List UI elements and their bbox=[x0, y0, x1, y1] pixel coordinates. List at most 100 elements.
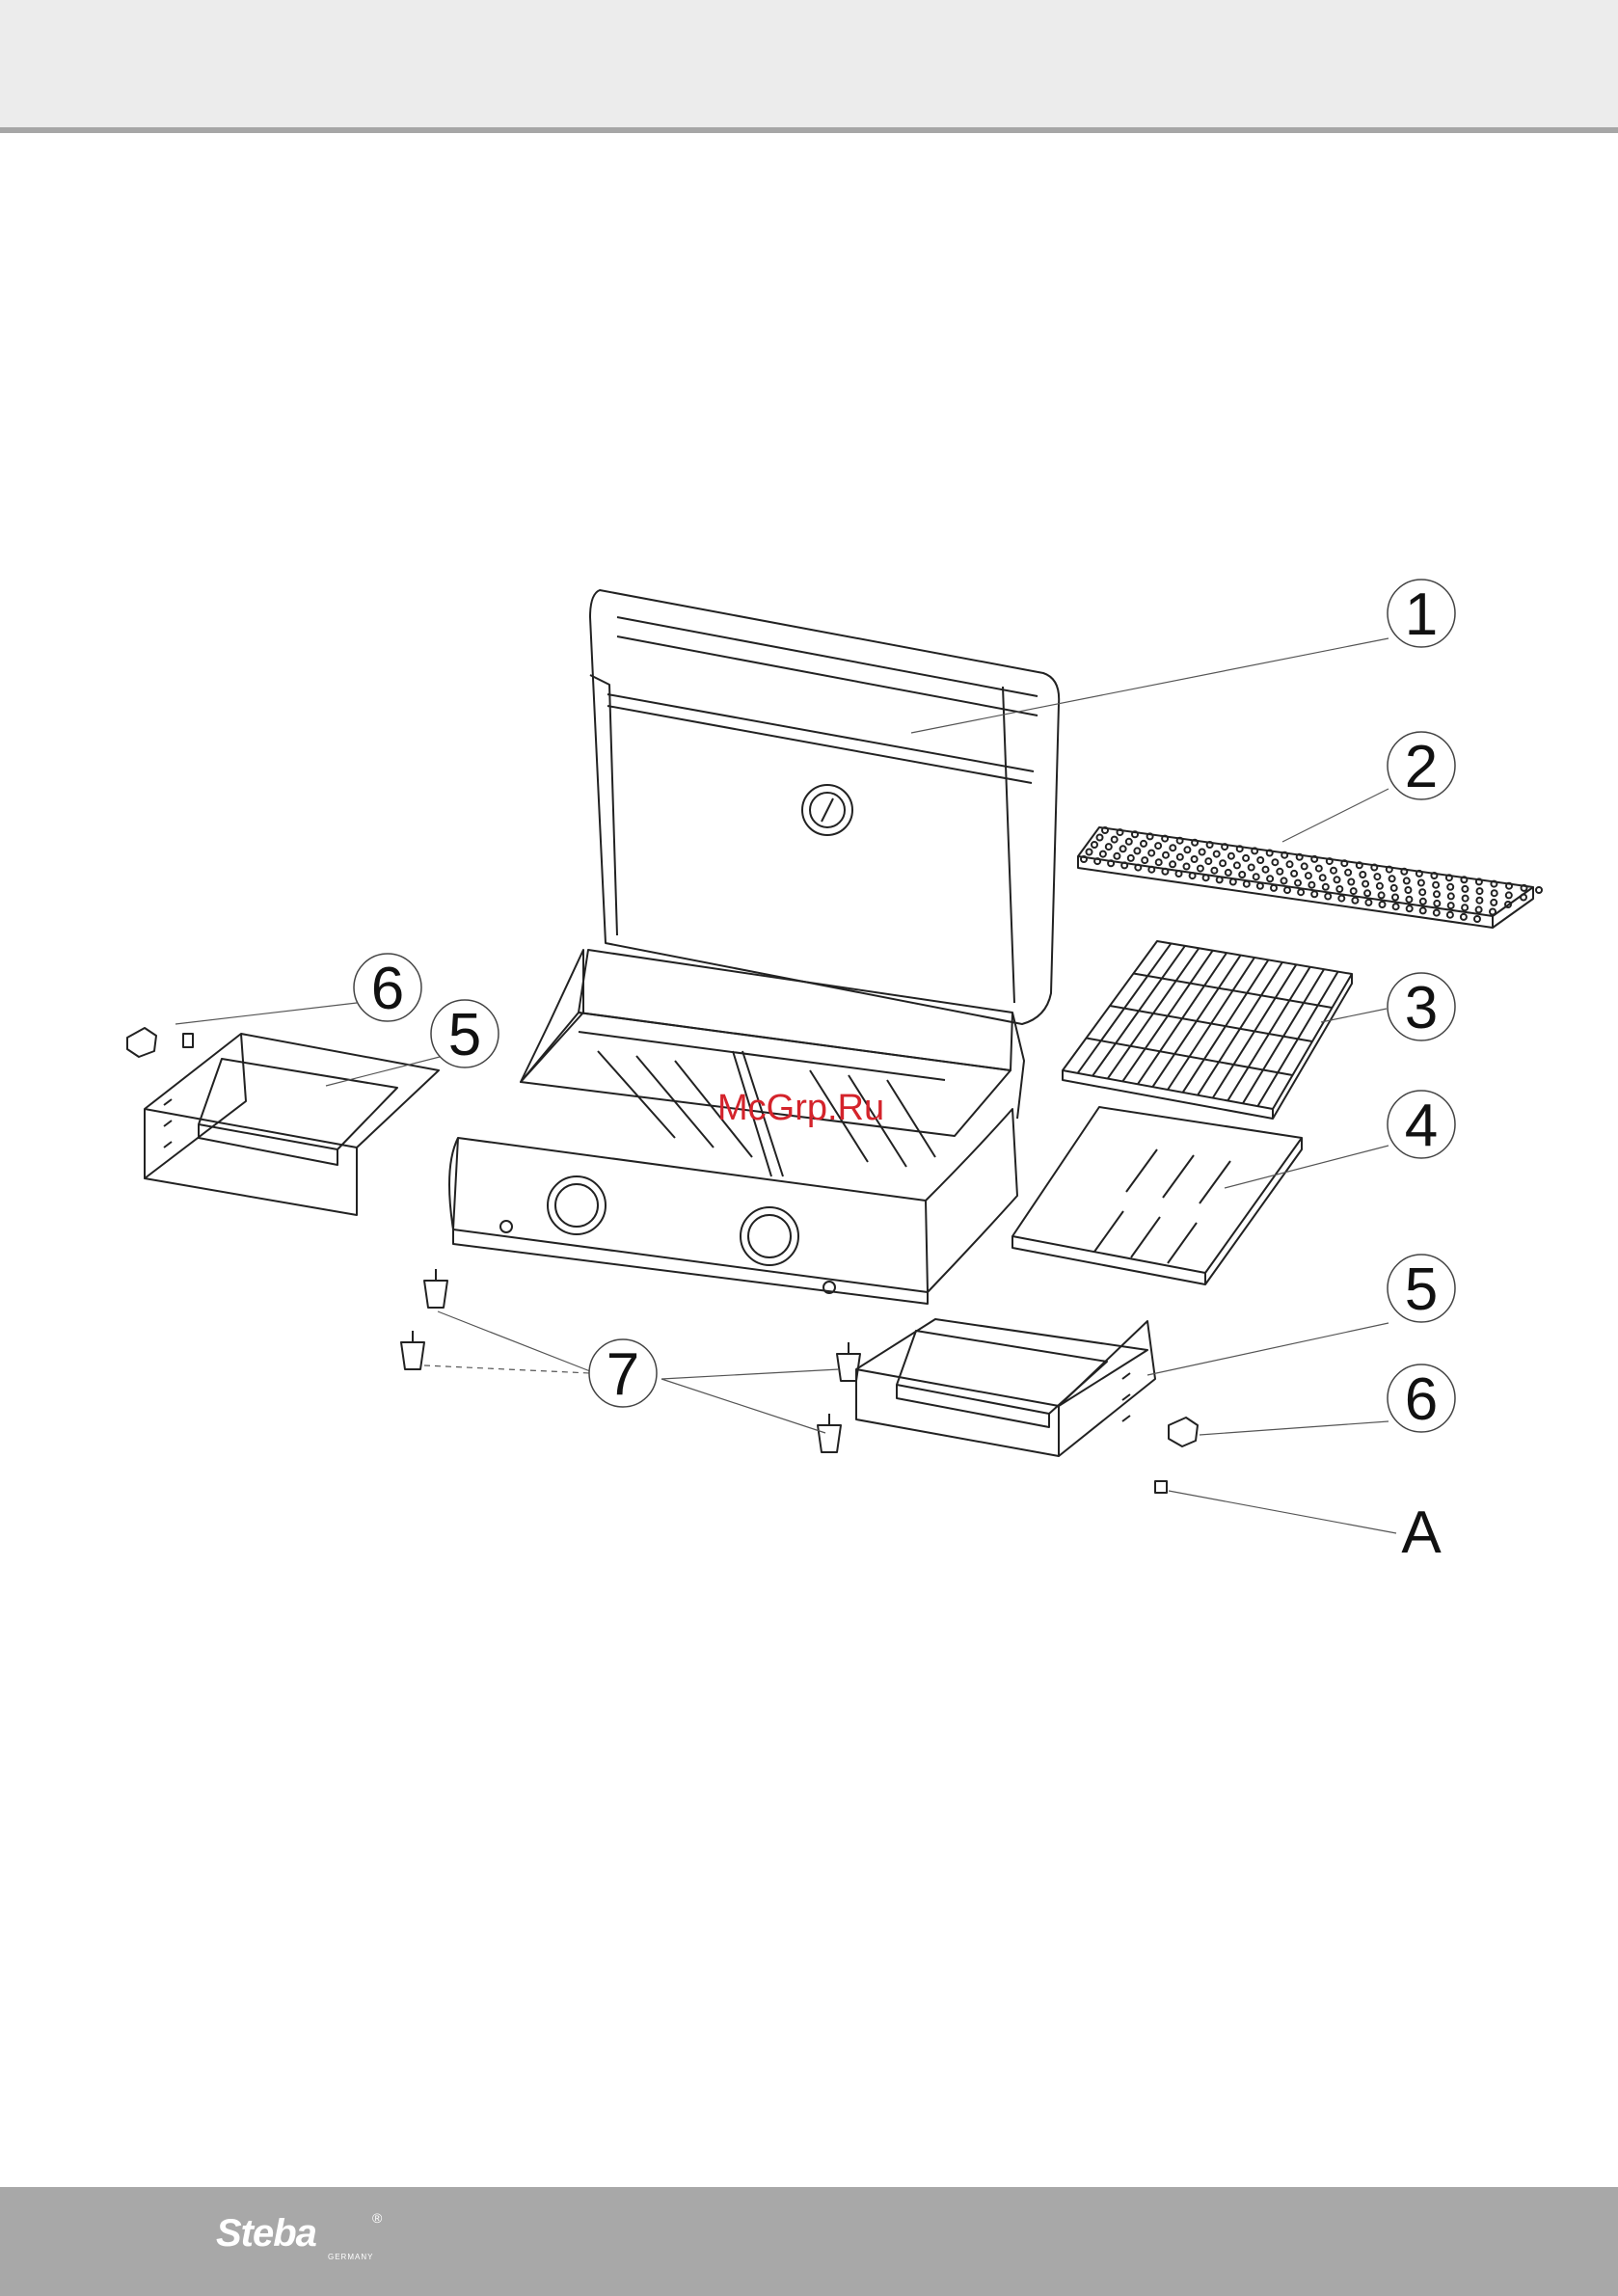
callout-5-right: 5 bbox=[1388, 1255, 1455, 1323]
perforation-hole bbox=[1521, 895, 1526, 901]
callout-6-left: 6 bbox=[354, 954, 421, 1022]
perforation-hole bbox=[1214, 851, 1220, 857]
perforation-hole bbox=[1134, 848, 1140, 853]
perforation-hole bbox=[1155, 843, 1161, 849]
mounting-knob-right bbox=[1169, 1418, 1198, 1446]
perforation-hole bbox=[1522, 885, 1527, 891]
perforation-hole bbox=[1271, 885, 1277, 891]
perforation-hole bbox=[1132, 831, 1138, 837]
callout-1: 1 bbox=[1388, 580, 1455, 648]
perforation-hole bbox=[1490, 909, 1496, 915]
perforation-hole bbox=[1257, 857, 1263, 863]
leader-lines bbox=[175, 638, 1396, 1533]
perforation-hole bbox=[1287, 861, 1293, 867]
perforation-hole bbox=[1207, 842, 1213, 848]
svg-text:4: 4 bbox=[1405, 1093, 1438, 1159]
perforation-hole bbox=[1297, 854, 1303, 860]
perforation-hole bbox=[1239, 872, 1245, 878]
perforation-hole bbox=[1228, 853, 1234, 859]
perforation-hole bbox=[1419, 889, 1425, 895]
perforation-hole bbox=[1128, 855, 1134, 861]
cooking-grate bbox=[1063, 941, 1352, 1119]
perforation-hole bbox=[1094, 858, 1100, 864]
svg-text:A: A bbox=[1401, 1499, 1442, 1566]
perforation-hole bbox=[1176, 871, 1182, 877]
perforation-hole bbox=[1298, 889, 1304, 895]
perforation-hole bbox=[1114, 853, 1119, 859]
perforation-hole bbox=[1341, 860, 1347, 866]
perforation-hole bbox=[1325, 894, 1331, 900]
perforation-hole bbox=[1135, 865, 1141, 871]
perforation-hole bbox=[1092, 842, 1097, 848]
perforation-hole bbox=[1401, 869, 1407, 875]
perforation-hole bbox=[1205, 858, 1211, 864]
brand-name: Steba bbox=[216, 2212, 316, 2255]
perforation-hole bbox=[1404, 878, 1410, 883]
perforation-hole bbox=[1163, 852, 1169, 858]
callout-7: 7 bbox=[589, 1339, 657, 1408]
perforation-hole bbox=[1263, 867, 1269, 873]
svg-text:5: 5 bbox=[1405, 1256, 1438, 1323]
perforation-hole bbox=[1335, 877, 1340, 882]
grate-crossbar bbox=[1087, 1039, 1293, 1076]
rubber-foot-2 bbox=[401, 1331, 424, 1369]
perforation-hole bbox=[1100, 851, 1106, 857]
perforation-hole bbox=[1389, 876, 1395, 881]
svg-text:2: 2 bbox=[1405, 734, 1438, 800]
perforation-hole bbox=[1476, 906, 1482, 912]
perforation-hole bbox=[1345, 870, 1351, 876]
perforation-hole bbox=[1170, 845, 1175, 851]
perforation-hole bbox=[1323, 884, 1329, 890]
perforation-hole bbox=[1220, 860, 1226, 866]
perforation-hole bbox=[1362, 881, 1368, 887]
side-shelf-right bbox=[856, 1319, 1155, 1456]
brand-logo: Steba ® GERMANY bbox=[216, 2214, 316, 2253]
callout-4: 4 bbox=[1388, 1091, 1455, 1159]
perforation-hole bbox=[1184, 847, 1190, 852]
watermark-text: McGrp.Ru bbox=[717, 1088, 884, 1129]
perforation-hole bbox=[1462, 905, 1468, 910]
perforation-hole bbox=[1433, 882, 1439, 888]
rubber-foot-4 bbox=[818, 1414, 841, 1452]
perforation-hole bbox=[1491, 881, 1497, 887]
perforation-hole bbox=[1254, 874, 1259, 879]
perforated-warming-rack bbox=[1078, 827, 1542, 928]
svg-text:5: 5 bbox=[448, 1002, 481, 1068]
svg-text:7: 7 bbox=[607, 1341, 639, 1408]
perforation-hole bbox=[1267, 851, 1273, 856]
perforation-hole bbox=[1351, 888, 1357, 894]
perforation-hole bbox=[1284, 887, 1290, 893]
perforation-hole bbox=[1365, 900, 1371, 905]
perforation-hole bbox=[1277, 869, 1282, 875]
perforation-hole bbox=[1156, 859, 1162, 865]
perforation-hole bbox=[1506, 883, 1512, 889]
perforation-hole bbox=[1418, 880, 1424, 886]
perforation-hole bbox=[1081, 856, 1087, 862]
perforation-hole bbox=[1374, 874, 1380, 879]
perforation-hole bbox=[1379, 892, 1385, 898]
perforation-hole bbox=[1148, 851, 1154, 856]
callout-2: 2 bbox=[1388, 732, 1455, 800]
perforation-hole bbox=[1392, 895, 1398, 901]
perforation-hole bbox=[1377, 883, 1383, 889]
perforation-hole bbox=[1237, 846, 1243, 851]
perforation-hole bbox=[1477, 888, 1483, 894]
perforation-hole bbox=[1108, 860, 1114, 866]
perforation-hole bbox=[1121, 862, 1127, 868]
perforation-hole bbox=[1316, 866, 1322, 872]
perforation-hole bbox=[1112, 837, 1118, 843]
perforation-hole bbox=[1352, 898, 1358, 904]
perforation-hole bbox=[1431, 873, 1437, 878]
perforation-hole bbox=[1162, 869, 1168, 875]
perforation-hole bbox=[1142, 857, 1147, 863]
perforation-hole bbox=[1177, 854, 1183, 860]
perforation-hole bbox=[1491, 900, 1497, 905]
perforation-hole bbox=[1306, 873, 1311, 878]
perforation-hole bbox=[1184, 864, 1190, 870]
perforation-hole bbox=[1291, 871, 1297, 877]
slotted-drip-tray bbox=[1012, 1107, 1302, 1284]
perforation-hole bbox=[1536, 887, 1542, 893]
perforation-hole bbox=[1249, 865, 1254, 871]
perforation-hole bbox=[1087, 850, 1092, 855]
